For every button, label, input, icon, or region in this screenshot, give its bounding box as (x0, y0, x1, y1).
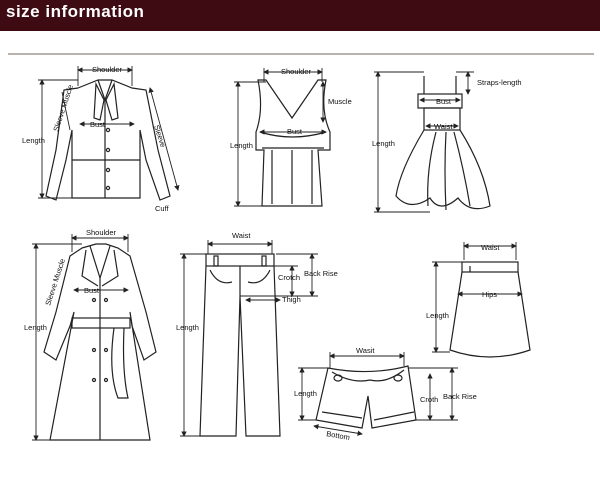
coat-bust-label: Bust (84, 286, 100, 295)
shirt-shoulder-label: Shoulder (92, 65, 123, 74)
coat-measure-lines (32, 234, 129, 441)
shorts-waist-label: Wasit (356, 346, 375, 355)
dress-length-label: Length (372, 139, 395, 148)
shorts-back-rise-label: Back Rise (443, 392, 477, 401)
shorts-illustration (315, 365, 417, 429)
shorts-measure-lines (298, 352, 458, 436)
dress-waist-label: Waist (434, 122, 453, 131)
tank-top-illustration (255, 79, 331, 207)
shirt-length-label: Length (22, 136, 45, 145)
coat-shoulder-label: Shoulder (86, 228, 117, 237)
strap-dress-illustration (395, 76, 491, 211)
shirt-illustration (45, 79, 171, 201)
pants-illustration (199, 253, 281, 437)
shirt-cuff-label: Cuff (155, 204, 170, 213)
skirt-length-label: Length (426, 311, 449, 320)
pants-length-label: Length (176, 323, 199, 332)
pants-thigh-label: Thigh (282, 295, 301, 304)
header-bar: size information (0, 0, 600, 31)
tank-muscle-label: Muscle (328, 97, 352, 106)
tank-bust-label: Bust (287, 127, 303, 136)
pants-crotch-label: Crotch (278, 273, 300, 282)
skirt-hips-label: Hips (482, 290, 497, 299)
skirt-measure-lines (432, 242, 523, 353)
skirt-illustration (449, 261, 531, 358)
dress-straps-length-label: Straps-length (477, 78, 522, 87)
pants-waist-label: Waist (232, 231, 251, 240)
shorts-bottom-label: Bottom (326, 429, 351, 442)
skirt-waist-label: Waist (481, 243, 500, 252)
shirt-sleeve-muscle-label: Sleeve Muscle (51, 83, 75, 132)
coat-length-label: Length (24, 323, 47, 332)
divider-line (8, 53, 594, 55)
coat-illustration (43, 243, 157, 441)
dress-bust-label: Bust (436, 97, 452, 106)
dress-measure-lines (374, 71, 474, 213)
shorts-length-label: Length (294, 389, 317, 398)
tank-length-label: Length (230, 141, 253, 150)
shorts-crotch-label: Croth (420, 395, 438, 404)
shirt-bust-label: Bust (90, 120, 106, 129)
pants-back-rise-label: Back Rise (304, 269, 338, 278)
tank-measure-lines (234, 68, 327, 207)
shirt-measure-lines (38, 66, 180, 199)
pants-measure-lines (180, 240, 318, 437)
page-title: size information (6, 2, 145, 21)
tank-shoulder-label: Shoulder (281, 67, 312, 76)
shirt-sleeve-label: Sleeve (152, 124, 168, 149)
